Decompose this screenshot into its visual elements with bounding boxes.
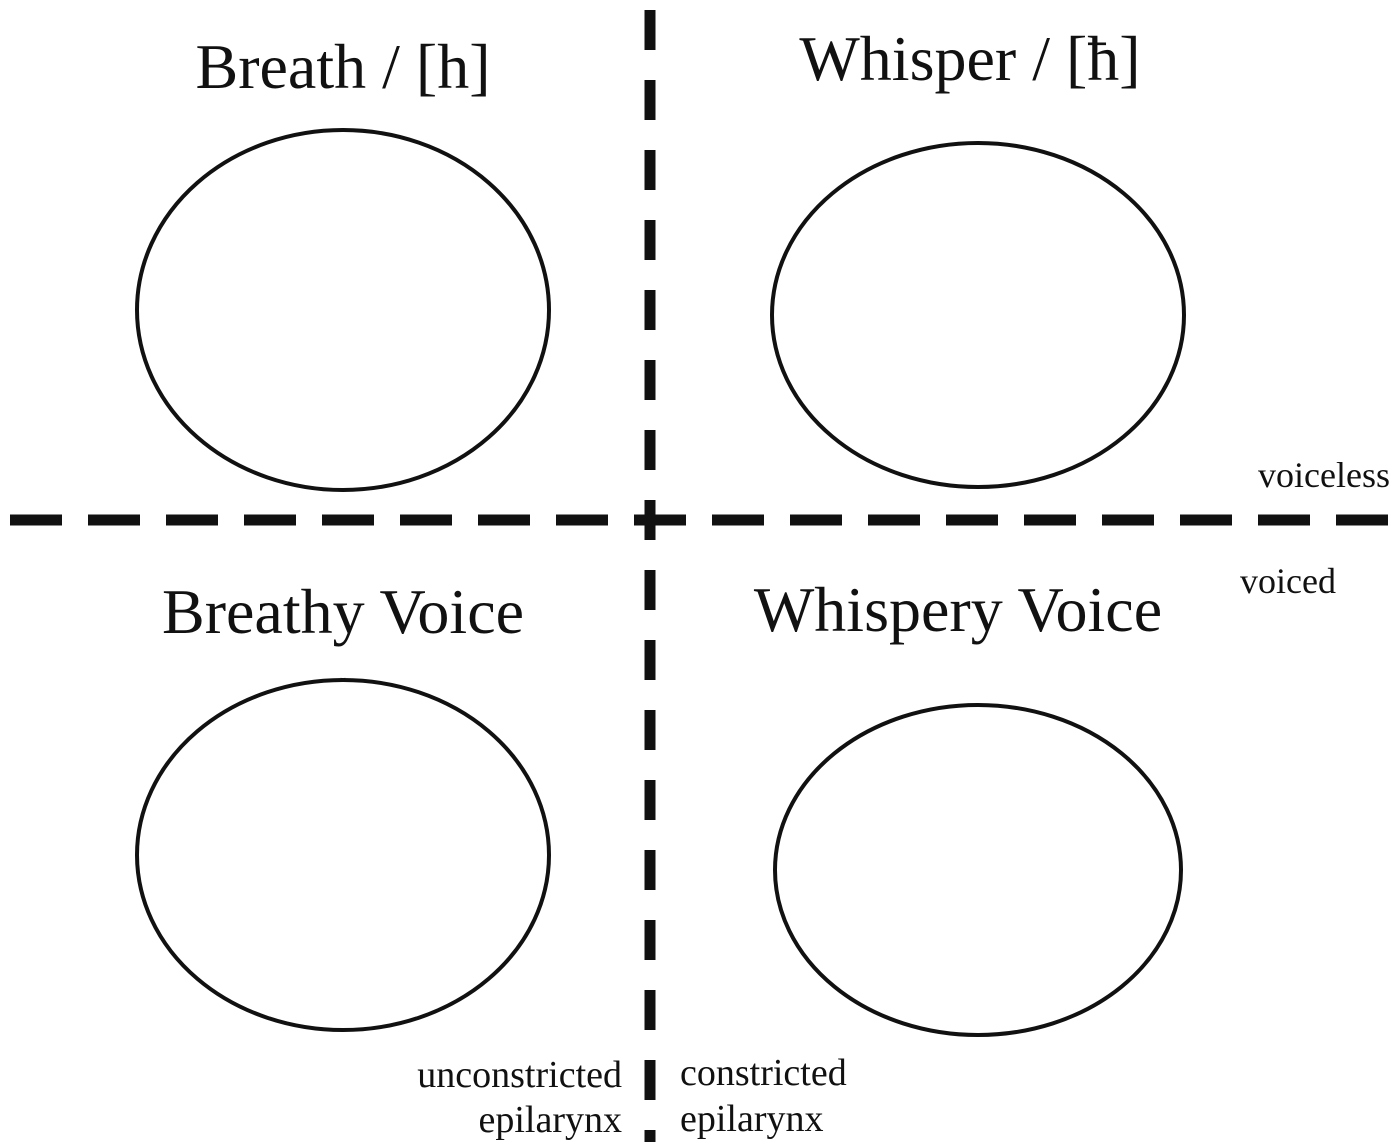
label-voiceless: voiceless xyxy=(1258,455,1390,495)
larynx-whispery-voice xyxy=(760,705,1196,1050)
label-unconstricted-epilarynx: epilarynx xyxy=(478,1099,622,1141)
label-unconstricted: unconstricted xyxy=(417,1054,622,1096)
title-breath: Breath / [h] xyxy=(196,31,491,102)
label-constricted-epilarynx: epilarynx xyxy=(680,1098,824,1140)
title-whispery-voice: Whispery Voice xyxy=(754,574,1162,645)
title-whisper: Whisper / [ħ] xyxy=(799,23,1140,94)
larynx-breath xyxy=(120,100,566,520)
title-breathy-voice: Breathy Voice xyxy=(162,576,524,647)
label-voiced: voiced xyxy=(1240,561,1336,601)
larynx-breathy-voice xyxy=(120,640,566,1060)
larynx-whisper xyxy=(760,143,1196,500)
label-constricted: constricted xyxy=(680,1052,847,1094)
